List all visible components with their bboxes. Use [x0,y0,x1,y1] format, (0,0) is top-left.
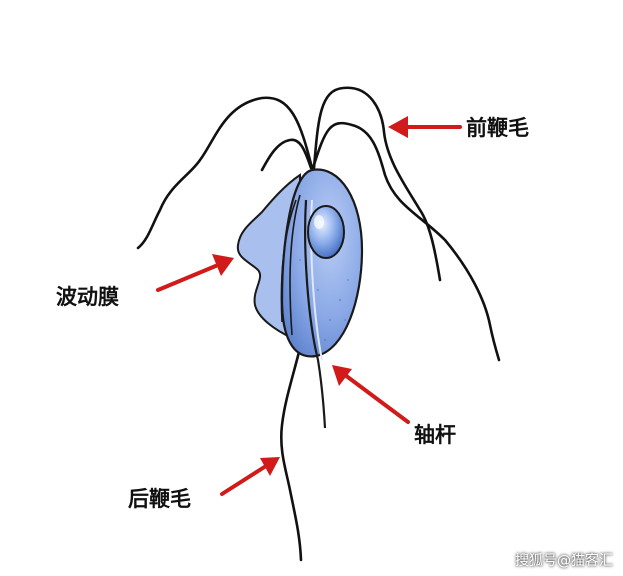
nucleus [307,205,345,259]
arrow-axostyle [332,365,410,424]
label-front-flagella: 前鞭毛 [466,116,529,140]
watermark: 搜狐号@猫客汇 [515,553,613,569]
label-undulating-membrane: 波动膜 [56,285,119,309]
costa-lines [280,194,301,336]
arrow-front-flagella [388,116,462,138]
arrow-rear-flagellum [220,457,280,496]
arrow-undulating-membrane [156,254,234,292]
front-flagella [136,86,501,362]
label-rear-flagellum: 后鞭毛 [128,487,191,511]
rear-flagellum [280,346,303,562]
label-axostyle: 轴杆 [414,423,456,447]
annotation-arrows [156,116,462,496]
cell-body [280,168,364,358]
axostyle [304,199,327,429]
